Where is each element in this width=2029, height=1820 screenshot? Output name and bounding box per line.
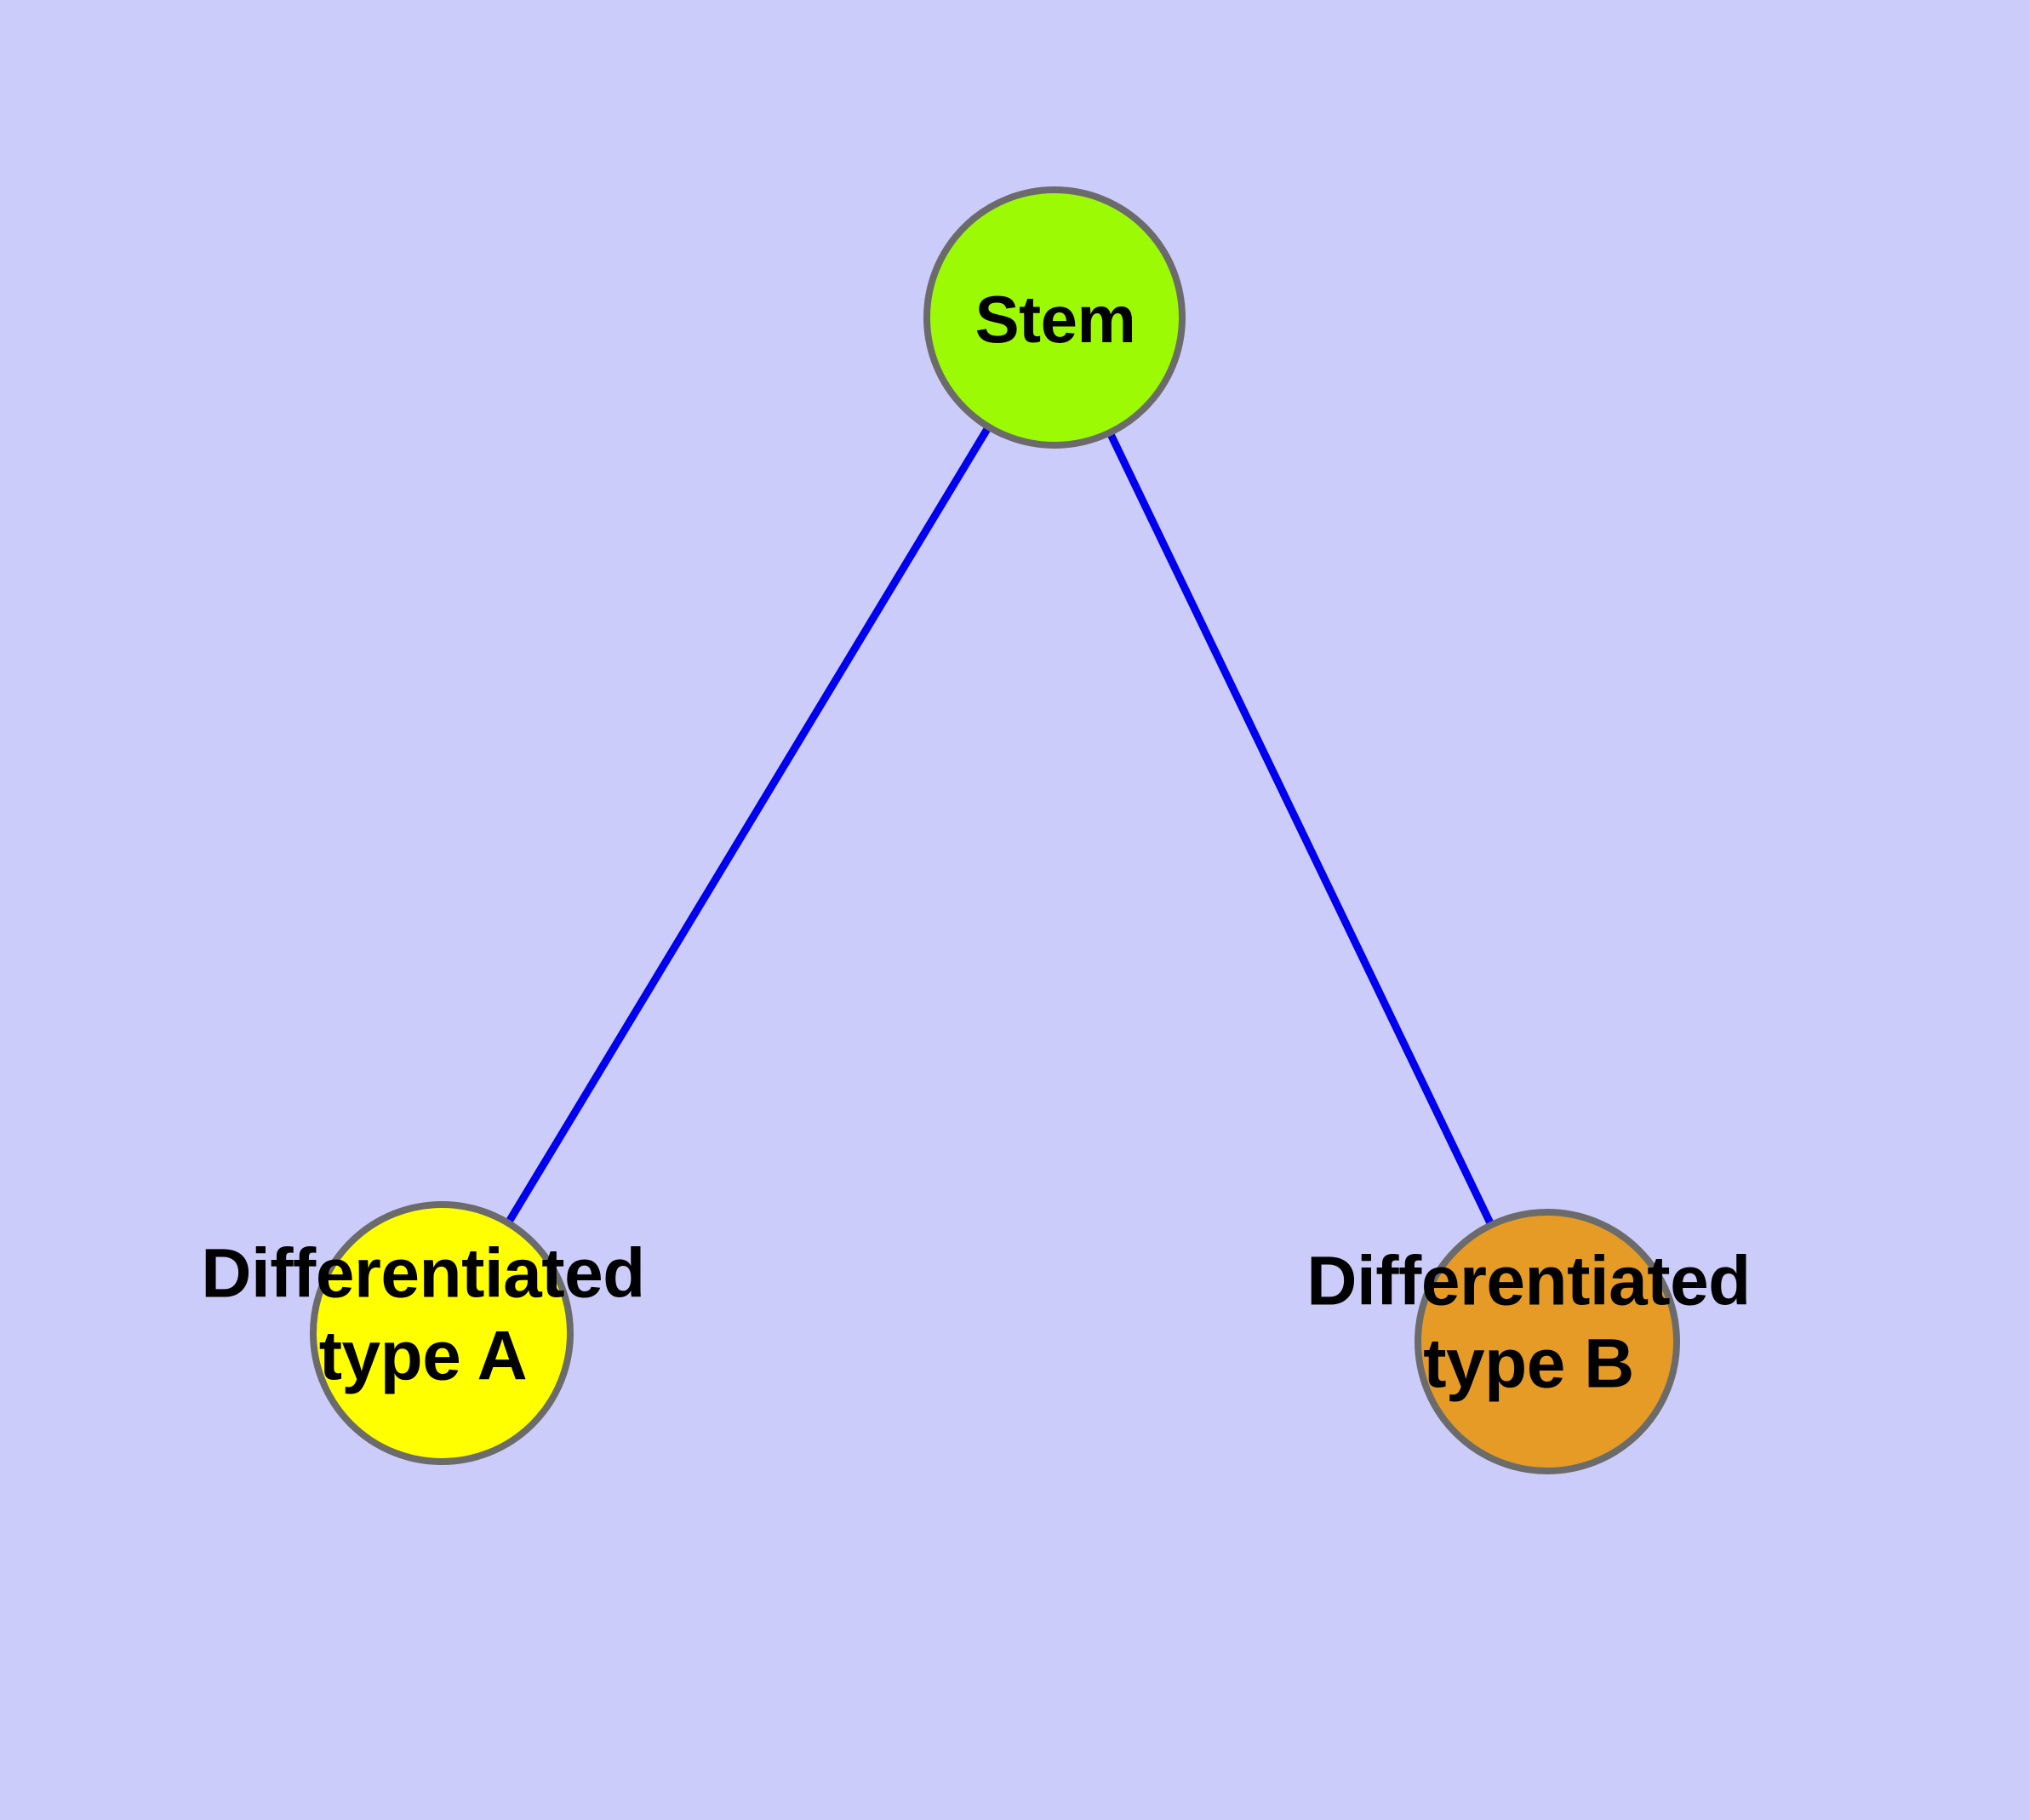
graph-edge-stem-diff_b	[1050, 316, 1552, 1343]
graph-edge-stem-diff_a	[438, 315, 1058, 1336]
edge-layer	[438, 315, 1552, 1343]
node-layer	[310, 186, 1680, 1474]
graph-node-stem[interactable]	[923, 186, 1186, 449]
graph-node-diff_a[interactable]	[310, 1201, 574, 1465]
graph-node-diff_b[interactable]	[1415, 1209, 1680, 1474]
